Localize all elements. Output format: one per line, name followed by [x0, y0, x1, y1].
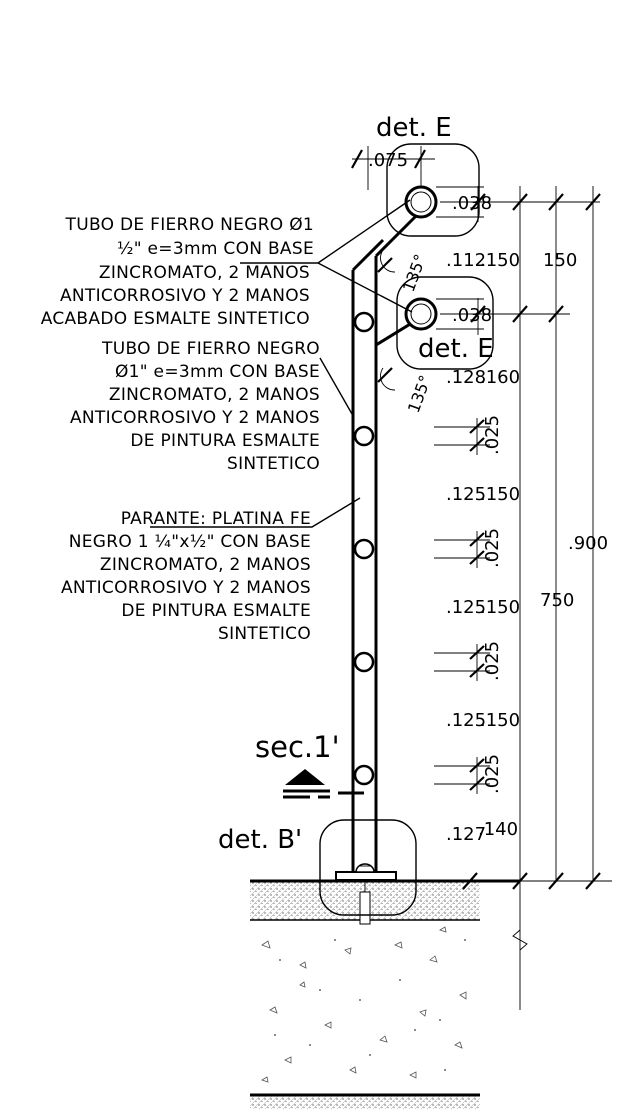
- svg-text:.150: .150: [480, 484, 520, 505]
- svg-text:Ø1" e=3mm CON BASE: Ø1" e=3mm CON BASE: [115, 362, 320, 382]
- svg-text:.150: .150: [480, 250, 520, 271]
- svg-text:ZINCROMATO, 2 MANOS: ZINCROMATO, 2 MANOS: [109, 385, 320, 405]
- det-e-top-label: det. E: [376, 113, 452, 143]
- svg-text:SINTETICO: SINTETICO: [218, 624, 311, 644]
- svg-text:½" e=3mm CON BASE: ½" e=3mm CON BASE: [117, 239, 314, 259]
- svg-text:.025: .025: [482, 641, 503, 681]
- note-tubo-15: TUBO DE FIERRO NEGRO Ø1 ½" e=3mm CON BAS…: [41, 215, 314, 329]
- section-marker: [283, 769, 364, 799]
- svg-text:.150: .150: [480, 710, 520, 731]
- svg-text:PARANTE: PLATINA FE: PARANTE: PLATINA FE: [121, 509, 311, 529]
- base-plate: [335, 863, 397, 925]
- svg-text:.025: .025: [482, 528, 503, 568]
- svg-text:.038: .038: [452, 305, 492, 326]
- svg-text:.900: .900: [568, 533, 608, 554]
- mid-rail-tube: [404, 297, 438, 331]
- svg-text:.127: .127: [446, 824, 486, 845]
- svg-text:.160: .160: [480, 367, 520, 388]
- small-tube: [353, 311, 375, 786]
- svg-text:.125: .125: [446, 597, 486, 618]
- svg-text:ANTICORROSIVO Y 2 MANOS: ANTICORROSIVO Y 2 MANOS: [61, 578, 311, 598]
- section-label: sec.1': [255, 730, 340, 764]
- svg-text:DE PINTURA ESMALTE: DE PINTURA ESMALTE: [130, 431, 320, 451]
- svg-text:DE PINTURA ESMALTE: DE PINTURA ESMALTE: [121, 601, 311, 621]
- svg-text:.038: .038: [452, 193, 492, 214]
- note-parante: PARANTE: PLATINA FE NEGRO 1 ¼"x½" CON BA…: [61, 509, 311, 644]
- svg-text:150: 150: [543, 250, 577, 271]
- svg-text:.125: .125: [446, 484, 486, 505]
- svg-text:SINTETICO: SINTETICO: [227, 454, 320, 474]
- det-b-bubble: [319, 819, 417, 916]
- svg-text:.150: .150: [480, 597, 520, 618]
- svg-text:NEGRO 1 ¼"x½" CON BASE: NEGRO 1 ¼"x½" CON BASE: [69, 532, 311, 552]
- svg-text:TUBO DE FIERRO NEGRO: TUBO DE FIERRO NEGRO: [101, 339, 320, 359]
- det-b-label: det. B': [218, 825, 302, 855]
- leader-lines: [150, 199, 413, 528]
- svg-text:.140: .140: [478, 819, 518, 840]
- note-tubo-1: TUBO DE FIERRO NEGRO Ø1" e=3mm CON BASE …: [70, 339, 320, 474]
- det-e-mid-label: det. E: [418, 334, 494, 364]
- det-e-top-bubble: [386, 143, 480, 237]
- concrete-dots: [274, 939, 466, 1071]
- svg-text:.025: .025: [482, 415, 503, 455]
- svg-text:TUBO DE FIERRO NEGRO Ø1: TUBO DE FIERRO NEGRO Ø1: [65, 215, 314, 235]
- svg-text:ZINCROMATO, 2 MANOS: ZINCROMATO, 2 MANOS: [100, 555, 311, 575]
- svg-text:ANTICORROSIVO Y 2 MANOS: ANTICORROSIVO Y 2 MANOS: [60, 286, 310, 306]
- svg-text:135°: 135°: [399, 252, 430, 295]
- svg-text:ANTICORROSIVO Y 2 MANOS: ANTICORROSIVO Y 2 MANOS: [70, 408, 320, 428]
- svg-text:ACABADO ESMALTE SINTETICO: ACABADO ESMALTE SINTETICO: [41, 309, 310, 329]
- dimension-lines: [352, 146, 612, 1010]
- svg-text:ZINCROMATO, 2 MANOS: ZINCROMATO, 2 MANOS: [99, 263, 310, 283]
- angle-arcs: [380, 249, 396, 391]
- svg-text:135°: 135°: [404, 373, 435, 416]
- svg-text:.075: .075: [368, 150, 408, 171]
- dimension-texts: .075 .038 .038 .112 .150 150 .128 .160 .…: [368, 150, 608, 845]
- top-rail-tube: [404, 185, 438, 219]
- concrete-aggregate: [261, 926, 467, 1083]
- svg-text:.128: .128: [446, 367, 486, 388]
- svg-text:.112: .112: [446, 250, 486, 271]
- svg-text:.125: .125: [446, 710, 486, 731]
- dimension-ticks: [351, 149, 601, 890]
- svg-text:.025: .025: [482, 754, 503, 794]
- det-e-mid-bubble: [396, 276, 494, 370]
- svg-text:750: 750: [540, 590, 574, 611]
